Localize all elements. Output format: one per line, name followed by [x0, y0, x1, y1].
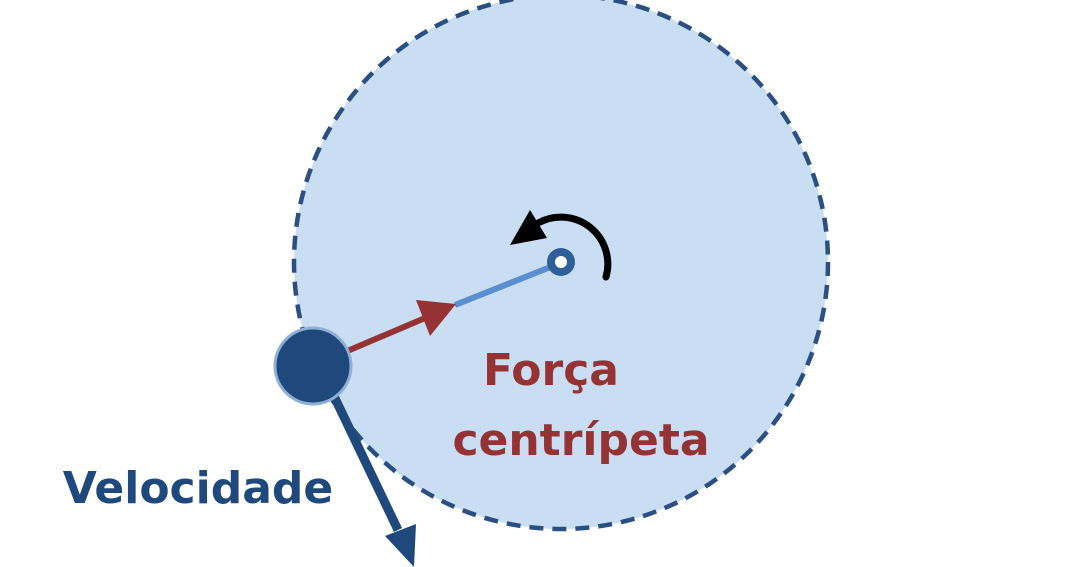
velocity-arrow-head: [385, 524, 416, 567]
force-label-line1: Força: [483, 345, 619, 396]
force-arrow-head: [416, 300, 456, 336]
velocity-label: Velocidade: [63, 463, 334, 514]
velocity-arrow-shaft: [327, 390, 403, 532]
pivot-point-icon: [547, 248, 575, 276]
force-label-line2: centrípeta: [452, 415, 709, 466]
counterclockwise-arrow-icon: [510, 210, 612, 281]
ball: [273, 326, 353, 406]
force-arrow-shaft: [343, 315, 427, 355]
radius-line: [453, 263, 555, 308]
